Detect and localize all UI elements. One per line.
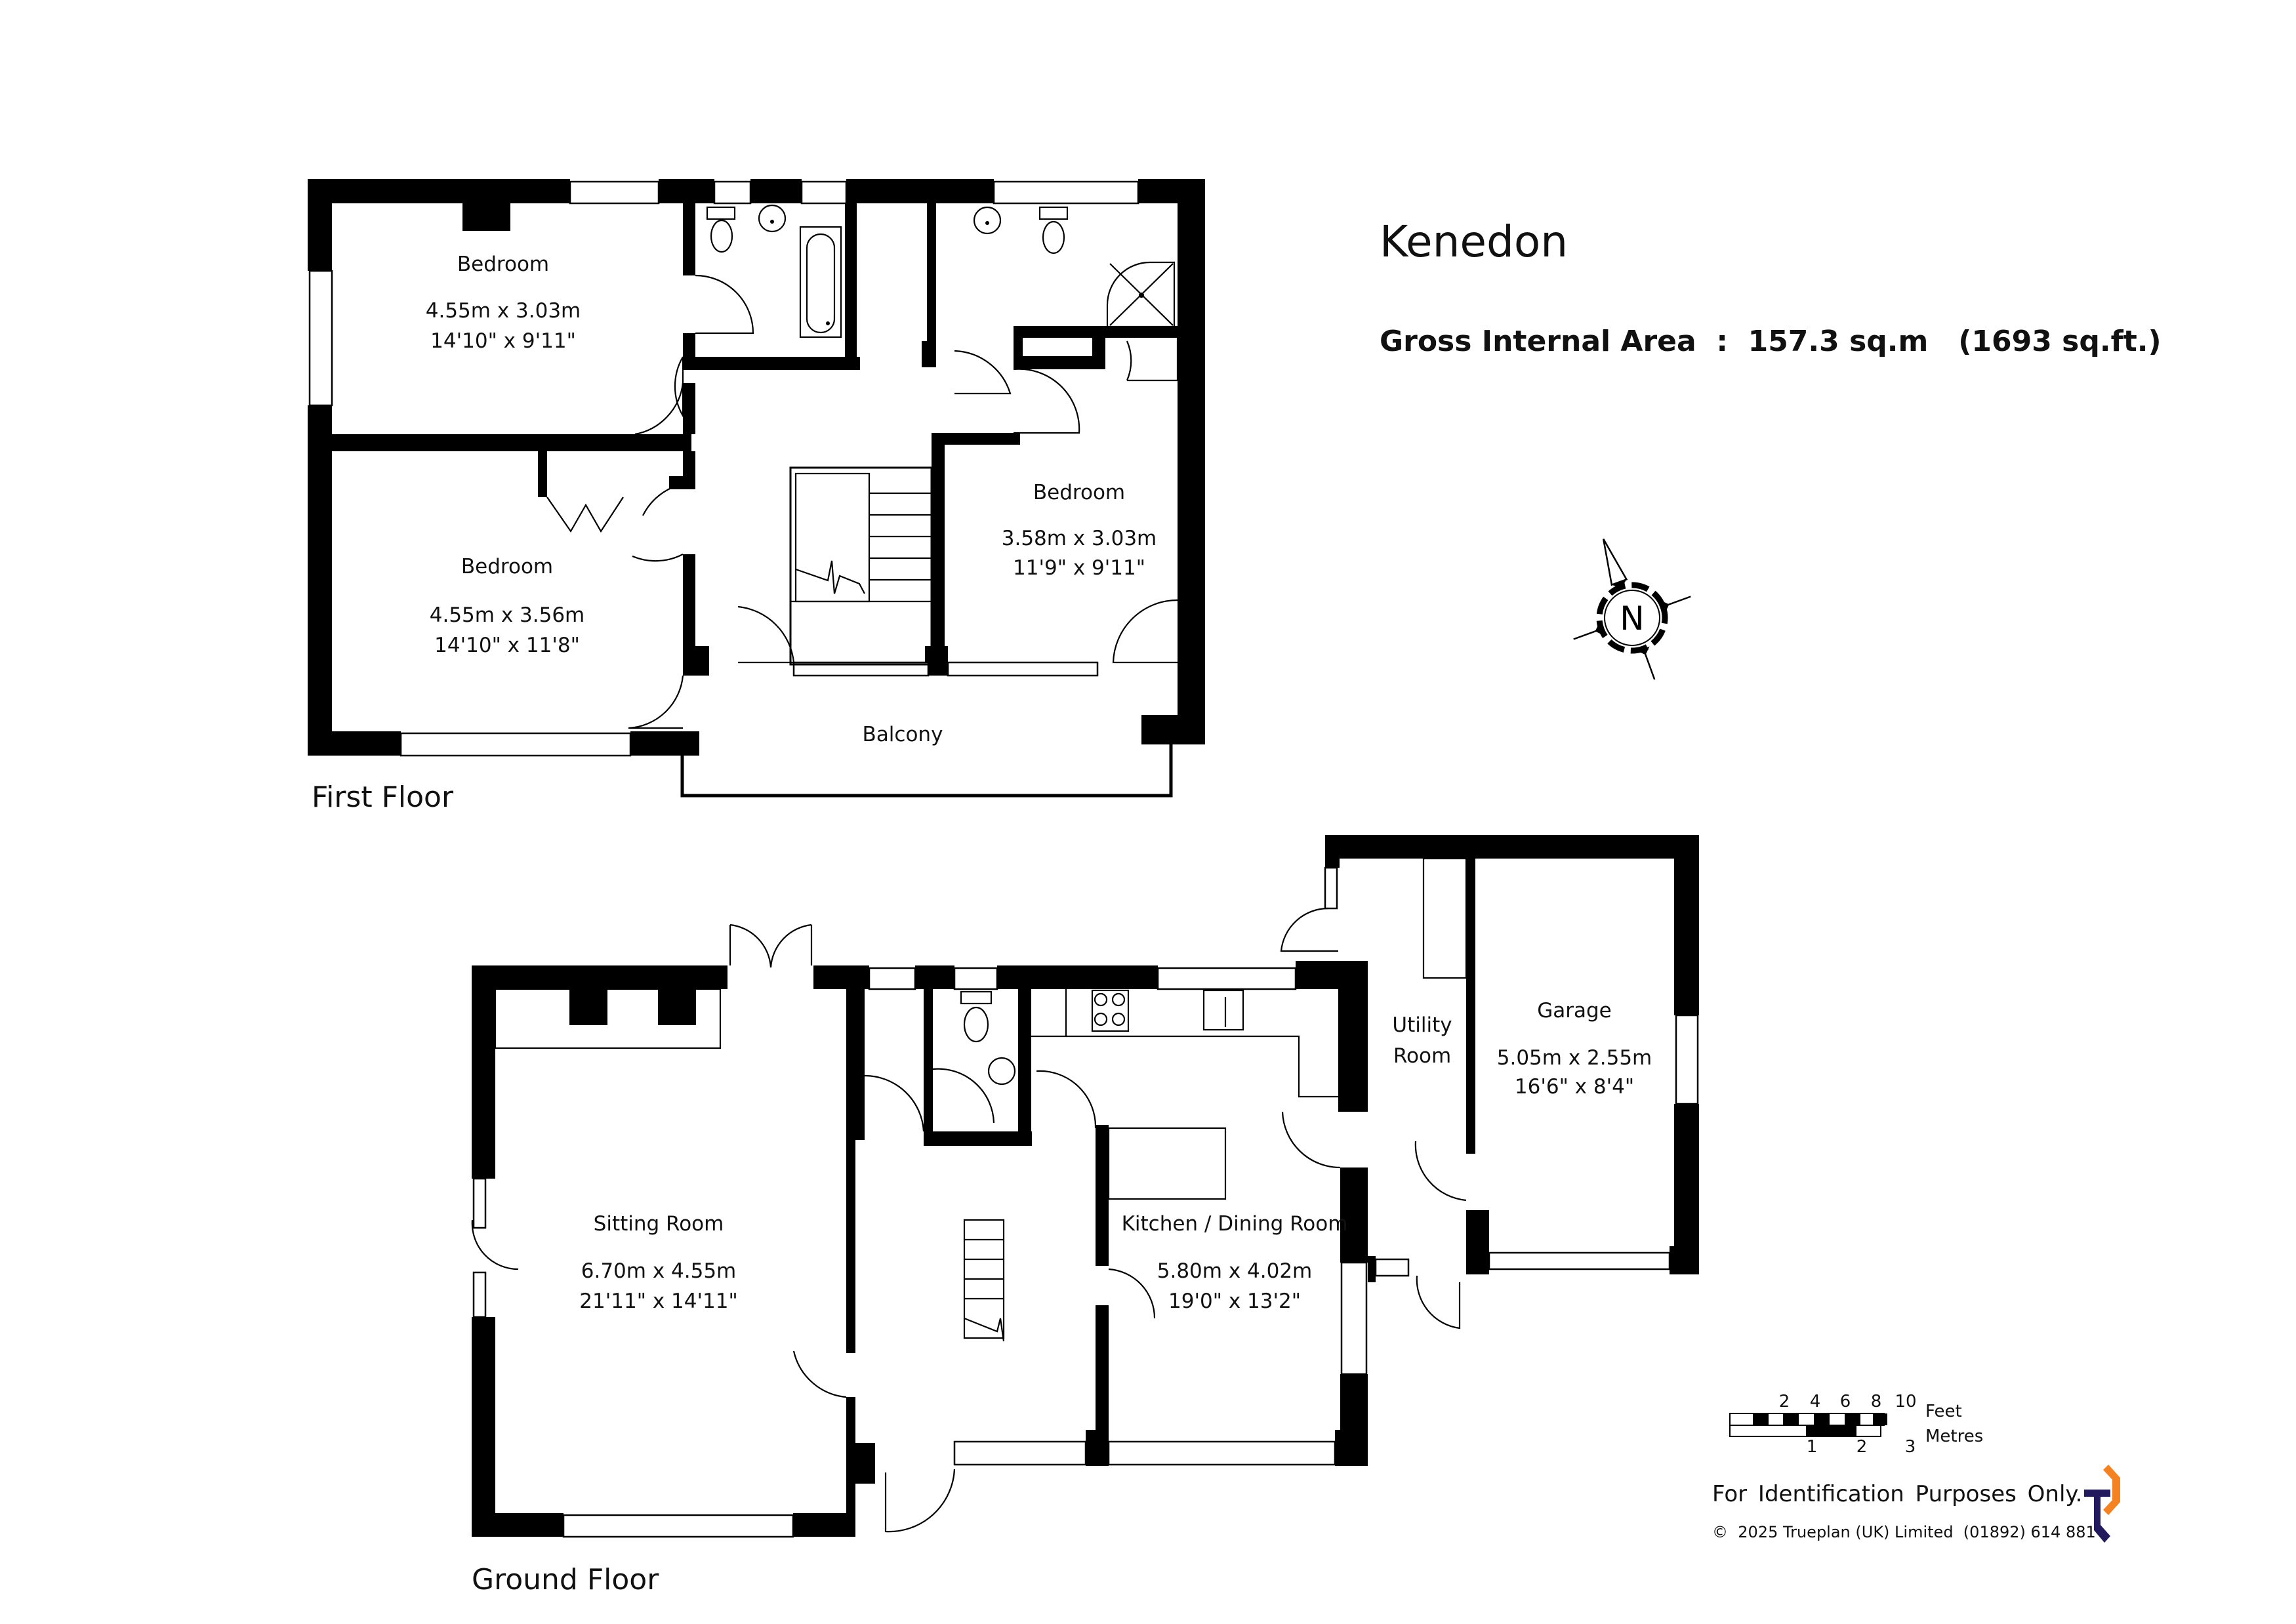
window [1374,1258,1410,1277]
room-dim-metric-bedroom-3: 3.58m x 3.03m [1002,527,1157,550]
first-floor-plan: Bedroom 4.55m x 3.03m 14'10" x 9'11" Bed… [308,179,1205,814]
scale-feet-tick: 6 [1840,1392,1851,1411]
room-dim-imperial-kitchen-dining: 19'0" x 13'2" [1168,1289,1301,1313]
window [868,967,916,990]
compass-label: N [1620,599,1644,638]
room-dim-metric-garage: 5.05m x 2.55m [1497,1046,1652,1070]
window [1107,1440,1336,1466]
ground-floor-plan: Sitting Room 6.70m x 4.55m 21'11" x 14'1… [471,835,1699,1596]
room-label-bedroom-1: Bedroom [457,253,549,276]
window [562,1514,794,1538]
room-dim-imperial-bedroom-2: 14'10" x 11'8" [434,634,580,657]
window [569,180,660,205]
scale-metre-tick: 1 [1807,1437,1818,1457]
window [1157,967,1297,990]
property-name: Kenedon [1380,216,1568,267]
window [713,180,752,205]
room-dim-metric-bedroom-2: 4.55m x 3.56m [430,603,585,627]
window [308,270,333,407]
room-label-utility-line2: Room [1393,1044,1451,1068]
room-dim-metric-bedroom-1: 4.55m x 3.03m [426,299,581,323]
room-label-sitting-room: Sitting Room [594,1212,724,1236]
room-label-kitchen-dining: Kitchen / Dining Room [1122,1212,1348,1236]
window [1675,1014,1699,1105]
floor-label-ground: Ground Floor [472,1563,659,1596]
scale-feet-tick: 2 [1779,1392,1790,1411]
room-dim-imperial-bedroom-3: 11'9" x 9'11" [1013,556,1145,580]
garage-door [1488,1251,1671,1270]
compass-north-icon [1573,538,1691,680]
window [472,1271,487,1318]
gross-internal-area: Gross Internal Area : 157.3 sq.m (1693 s… [1380,325,2162,358]
room-label-balcony: Balcony [863,723,943,746]
trueplan-logo-icon [2084,1465,2120,1543]
room-dim-metric-kitchen-dining: 5.80m x 4.02m [1157,1259,1313,1283]
window [993,180,1139,205]
scale-metre-tick: 3 [1905,1437,1916,1457]
room-dim-imperial-bedroom-1: 14'10" x 9'11" [430,329,576,353]
window [800,180,848,205]
room-dim-imperial-garage: 16'6" x 8'4" [1515,1075,1634,1099]
room-label-garage: Garage [1537,999,1612,1023]
room-label-utility: Utility [1392,1013,1452,1037]
room-dim-imperial-sitting-room: 21'11" x 14'11" [579,1289,737,1313]
window [472,1177,487,1229]
copyright-text: © 2025 Trueplan (UK) Limited (01892) 614… [1712,1523,2096,1541]
window [953,1440,1087,1466]
scale-feet-tick: 10 [1895,1392,1916,1411]
scale-metres-label: Metres [1925,1427,1983,1446]
room-label-bedroom-3: Bedroom [1033,481,1125,504]
window [1324,866,1338,910]
scale-metre-tick: 2 [1856,1437,1868,1457]
window [1340,1261,1368,1375]
scale-feet-tick: 4 [1810,1392,1821,1411]
window [947,661,1099,677]
window [400,732,632,757]
window [792,661,930,677]
room-label-bedroom-2: Bedroom [461,555,553,579]
window [953,967,998,990]
room-dim-metric-sitting-room: 6.70m x 4.55m [581,1259,737,1283]
disclaimer-text: For Identification Purposes Only. [1712,1481,2083,1507]
scale-bar: 2 4 6 8 10 Feet 1 2 3 Metres [1729,1392,1983,1457]
scale-feet-label: Feet [1925,1402,1962,1421]
floor-label-first: First Floor [312,781,454,814]
scale-feet-tick: 8 [1871,1392,1882,1411]
